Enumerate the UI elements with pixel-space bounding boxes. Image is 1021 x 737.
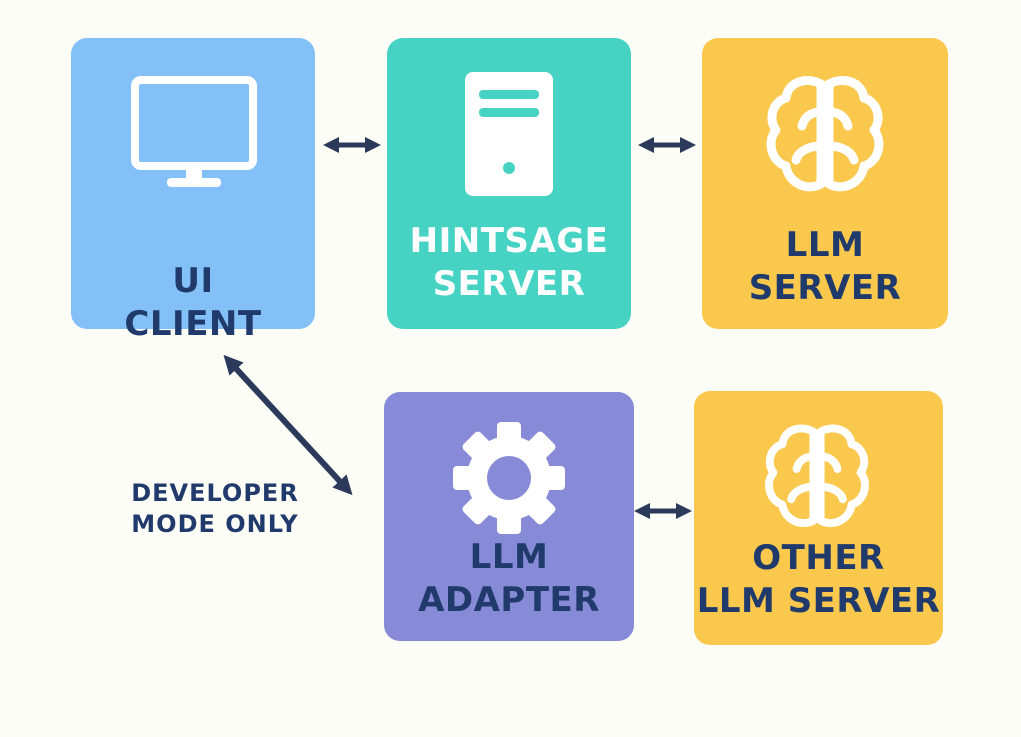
other-llm-server-node: OTHER LLM SERVER (694, 391, 943, 645)
other-llm-server-label-line1: OTHER (752, 538, 885, 578)
gear-icon (451, 420, 567, 540)
llm-server-label-line2: SERVER (748, 268, 902, 308)
developer-mode-note: DEVELOPER MODE ONLY (100, 478, 330, 540)
llm-adapter-node: LLM ADAPTER (384, 392, 634, 641)
hintsage-server-node: HINTSAGE SERVER (387, 38, 631, 329)
hintsage-server-label: HINTSAGE SERVER (387, 220, 631, 306)
ui-client-label: UI CLIENT (71, 260, 315, 346)
monitor-icon (131, 76, 257, 200)
developer-mode-note-line1: DEVELOPER (131, 479, 299, 507)
llm-adapter-label-line2: ADAPTER (418, 580, 600, 620)
other-llm-server-label: OTHER LLM SERVER (694, 537, 943, 623)
ui-client-label-line1: UI (172, 261, 214, 301)
llm-server-node: LLM SERVER (702, 38, 948, 329)
hintsage-server-label-line2: SERVER (432, 264, 586, 304)
llm-adapter-label-line1: LLM (469, 537, 549, 577)
hintsage-server-label-line1: HINTSAGE (409, 221, 609, 261)
llm-server-label-line1: LLM (785, 225, 865, 265)
server-icon (463, 70, 555, 202)
llm-server-label: LLM SERVER (702, 224, 948, 310)
brain-icon (754, 421, 880, 537)
other-llm-server-label-line2: LLM SERVER (696, 581, 941, 621)
ui-client-label-line2: CLIENT (124, 304, 262, 344)
ui-client-node: UI CLIENT (71, 38, 315, 344)
llm-adapter-label: LLM ADAPTER (384, 536, 634, 622)
arrow-ui-client-llm-adapter (223, 354, 353, 496)
brain-icon (762, 72, 888, 202)
developer-mode-note-line2: MODE ONLY (131, 510, 299, 538)
